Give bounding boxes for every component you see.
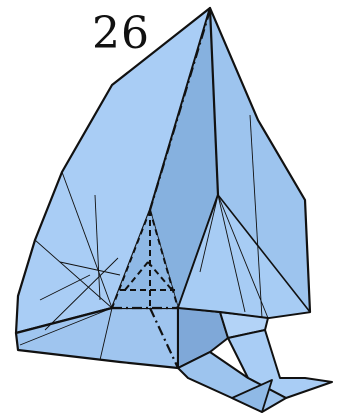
lower-flaps xyxy=(178,308,332,412)
